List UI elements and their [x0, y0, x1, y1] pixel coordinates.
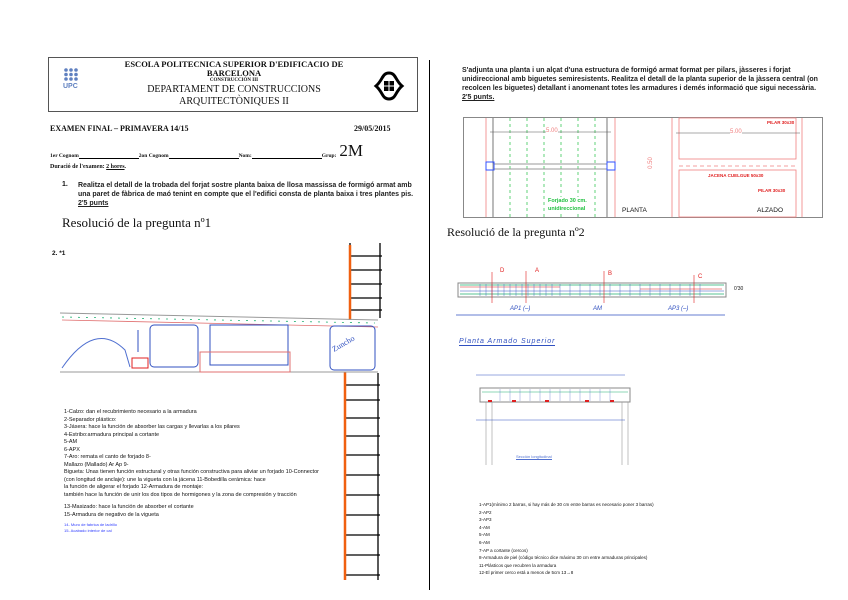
q2-resolution-title: Resolució de la pregunta nº2 [447, 225, 585, 239]
slab-section [59, 312, 379, 373]
department: DEPARTAMENT DE CONSTRUCCIONS [147, 84, 321, 95]
legend-item: 3-AP3 [479, 517, 492, 523]
pillar2-label: PILAR 30x30 [758, 188, 786, 193]
legend-item: 3-Jásera: hace la función de absorber la… [64, 424, 240, 430]
q1-text: Realitza el detall de la trobada del for… [78, 182, 414, 207]
span-label: AP3 (–) [668, 306, 689, 312]
legend-item: 7-Aro: remata el canto de forjado 8- [64, 454, 151, 460]
section-mark: B [608, 271, 613, 277]
plan-dimension: 5.00 [546, 128, 558, 134]
legend-item: 7-AP a cortante (cercos) [479, 547, 528, 553]
legend-item: (con longitud de anclaje): une la viguet… [64, 476, 266, 483]
group-value: 2M [339, 141, 364, 160]
beam-label: JACENA CUELGUE 50x30 [708, 173, 764, 178]
legend-item: 4-AM [479, 524, 490, 530]
surname2-label: 2on Cognom [138, 153, 169, 159]
section-mark: A [535, 268, 540, 274]
q1-number: 1. [62, 181, 68, 188]
q2-text: S'adjunta una planta i un alçat d'una es… [462, 67, 818, 101]
q2-legend: 1-AP1(mínimo 2 barras, si hay más de 30 … [479, 501, 654, 577]
span-label: AM [593, 306, 602, 312]
legend-item: 5-AM [479, 532, 490, 538]
logo-text: UPC [63, 83, 78, 90]
q2-drawing-frame [463, 117, 823, 218]
legend-item: 1-Calzo: dan el recubrimiento necesario … [64, 409, 197, 415]
finish-layer [343, 245, 352, 580]
department-logo-icon [373, 71, 405, 101]
surname2-field[interactable] [168, 158, 239, 159]
student-fields: 1er Cognom 2on Cognom Nom: Grup: 2M [50, 141, 364, 160]
elevation-dimension: 5.00 [730, 129, 742, 135]
exam-header: UPC ESCOLA POLITECNICA SUPERIOR D'EDIFIC… [48, 57, 418, 112]
surname1-label: 1er Cognom [50, 153, 79, 159]
legend-item: 5-AM [64, 439, 78, 445]
school-name: ESCOLA POLITECNICA SUPERIOR D'EDIFICACIO… [124, 59, 344, 69]
legend-item: 13-Masizado: hace la función de absorber… [64, 504, 194, 510]
legend-item: 6-APX [64, 446, 80, 453]
surname1-field[interactable] [78, 158, 139, 159]
legend-item: 2-Separador plástico: [64, 416, 117, 423]
plan-label: PLANTA [622, 207, 647, 214]
q1-resolution-title: Resolució de la pregunta nº1 [62, 215, 212, 230]
legend-item: Mallazo (Mallado) Ar Ap 9- [64, 461, 129, 468]
legend-item: 2-AP2 [479, 509, 492, 515]
legend-item: 4-Estribo:armadura principal a cortante [64, 431, 160, 438]
slab-label: Forjado 30 cm.unidireccional [548, 197, 587, 213]
legend-item: 15-Armadura de negativo de la vigueta [64, 511, 159, 518]
legend-item: 1-AP1(mínimo 2 barras, si hay más de 30 … [479, 502, 654, 507]
dots-icon [64, 68, 78, 81]
duration: Duració de l'examen: 2 hores. [50, 164, 127, 170]
legend-item: 12-El primer cerco está a menos de 5cm 1… [479, 570, 574, 576]
name-label: Nom [238, 153, 250, 159]
elevation-label: ALZADO [757, 207, 784, 214]
q1-legend: 1-Calzo: dan el recubrimiento necesario … [64, 409, 319, 534]
city: BARCELONA [206, 68, 262, 78]
section-title: Sección longitudinal [516, 454, 552, 460]
pillar-label: PILAR 30x30 [767, 120, 795, 125]
legend-item: 6-AM [479, 539, 490, 545]
q1-sub: 2. *1 [52, 250, 66, 257]
page-divider [429, 60, 430, 590]
legend-item-blue: 14- Muro de fabrica de ladrillo [64, 522, 117, 527]
course: CONSTRUCCIÓN III [209, 78, 259, 83]
name-field[interactable] [251, 158, 322, 159]
span-label: AP1 (–) [510, 306, 531, 312]
legend-item: 11-Plásticos que recubren la armadura [479, 562, 557, 568]
legend-item: Bigueta: Unas tienen función estructural… [64, 469, 319, 475]
exam-title: EXAMEN FINAL – PRIMAVERA 14/15 [50, 124, 189, 133]
exam-date: 29/05/2015 [354, 124, 391, 133]
legend-item: 8-Armadura de piel (código técnico dice … [479, 555, 648, 561]
department-2: ARQUITECTÒNIQUES II [179, 96, 289, 107]
legend-item-blue: 15- Acabado interior de cal [64, 528, 112, 533]
section-mark: C [698, 274, 703, 280]
plan-title: Planta Armado Superior [459, 338, 556, 346]
legend-item: también hace la función de unir los dos … [64, 491, 297, 498]
legend-item: la función de aligerar el forjado 12-Arm… [64, 484, 204, 490]
group-label: Grup: [321, 153, 337, 159]
section-mark: D [500, 268, 505, 274]
beam-depth: 0'30 [734, 286, 744, 292]
